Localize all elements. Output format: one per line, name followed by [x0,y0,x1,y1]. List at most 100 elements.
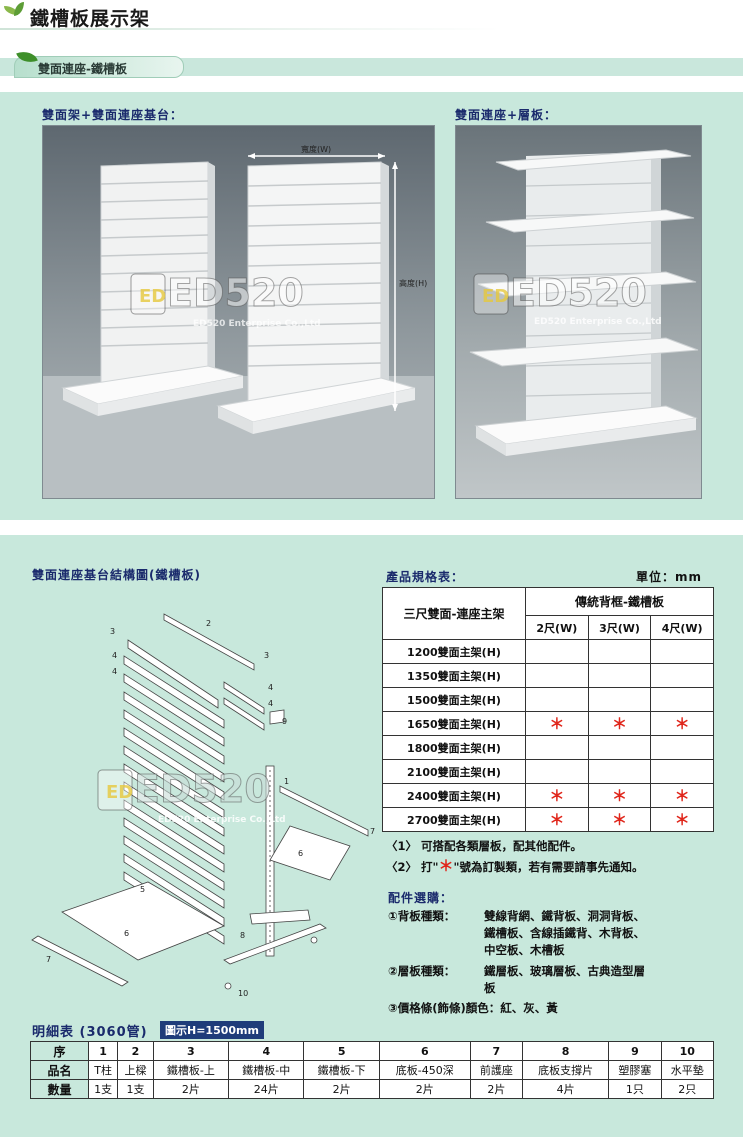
detail-cell: 底板支撐片 [521,1060,610,1080]
watermark-badge: ED [106,782,133,803]
detail-cell: T柱 [87,1060,119,1080]
callout-10: 10 [238,989,248,998]
spec-col-3ft: 3尺(W) [587,615,652,640]
spec-title: 產品規格表： [386,570,465,584]
detail-cell: 3 [152,1041,230,1061]
callout-7: 7 [370,827,375,836]
note-2-star: ＊ [438,857,454,875]
category-tab-label: 雙面連座-鐵槽板 [38,62,127,76]
detail-badge: 圖示H=1500mm [160,1021,264,1039]
spec-row: 1350雙面主架(H) [382,663,714,688]
width-dimension-label: 寬度(W) [301,144,331,154]
callout-6: 6 [298,849,303,858]
spec-cell [587,759,652,784]
spec-row: 1800雙面主架(H) [382,735,714,760]
diagram-title: 雙面連座基台結構圖(鐵槽板) [32,568,201,582]
detail-cell: 底板-450深 [378,1060,471,1080]
custom-order-star: ＊ [549,811,565,829]
spec-row: 1500雙面主架(H) [382,687,714,712]
detail-cell: 1支 [117,1079,154,1099]
callout-4c: 4 [268,683,273,692]
spec-cell [525,735,589,760]
spec-cell [650,663,714,688]
spec-row: 2700雙面主架(H)＊＊＊ [382,807,714,832]
spec-cell [525,687,589,712]
detail-cell: 鐵槽板-下 [303,1060,380,1080]
spec-cell [525,663,589,688]
spec-row: 2400雙面主架(H)＊＊＊ [382,783,714,808]
spec-row-label: 1200雙面主架(H) [382,639,526,664]
detail-cell: 24片 [228,1079,305,1099]
back-panel-label: ①背板種類： [388,909,456,923]
title-underline [0,28,500,30]
tab-bar [0,58,743,76]
callout-5: 5 [140,885,145,894]
callout-4d: 4 [268,699,273,708]
custom-order-star: ＊ [611,715,627,733]
exploded-structure-diagram: 3 2 3 4 4 4 4 9 1 7 6 5 6 7 8 10 ED ED52… [31,613,375,998]
detail-cell: 6 [378,1041,471,1061]
back-panel-options: 雙線背網、鐵背板、洞洞背板、 鐵槽板、含線插鐵背、木背板、 中空板、木槽板 [484,908,645,959]
detail-cell: 2片 [303,1079,380,1099]
callout-4: 4 [112,651,117,660]
product-photo-shelves: ED ED520 ED520 Enterprise Co.,Ltd [455,125,702,499]
spec-row: 1650雙面主架(H) ＊ ＊ ＊ [382,711,714,736]
detail-cell: 前護座 [469,1060,524,1080]
spec-col-4ft: 4尺(W) [650,615,714,640]
detail-cell: 9 [608,1041,662,1061]
detail-cell: 2只 [660,1079,715,1099]
spec-row-label: 1800雙面主架(H) [382,735,526,760]
slatwall-units-illustration: 寬度(W) 高度(H) ED ED520 ED520 Enterprise Co… [43,144,434,498]
shelf-line: 板 [484,981,496,995]
page-title: 鐵槽板展示架 [30,8,151,30]
detail-cell: 1支 [87,1079,119,1099]
category-tab[interactable] [14,56,184,78]
watermark-brand: ED520 [167,271,304,315]
detail-cell: 4 [228,1041,305,1061]
spec-cell: ＊ [525,711,589,736]
spec-cell: ＊ [525,783,589,808]
spec-row-label: 2100雙面主架(H) [382,759,526,784]
callout-3: 3 [110,627,115,636]
custom-order-star: ＊ [549,715,565,733]
back-panel-line: 鐵槽板、含線插鐵背、木背板、 [484,926,645,940]
detail-cell: 2片 [152,1079,230,1099]
callout-1: 1 [284,777,289,786]
detail-cell: 7 [469,1041,524,1061]
watermark-company: ED520 Enterprise Co.,Ltd [193,319,321,329]
product-photo-base: 寬度(W) 高度(H) ED ED520 ED520 Enterprise Co… [42,125,435,499]
spec-row: 2100雙面主架(H) [382,759,714,784]
leaf-icon [14,2,24,16]
shelf-options: 鐵層板、玻璃層板、古典造型層 板 [484,963,645,997]
photo-left-label: 雙面架+雙面連座基台： [42,108,184,122]
callout-3b: 3 [264,651,269,660]
accessories-title: 配件選購： [388,891,454,905]
detail-cell: 鐵槽板-中 [228,1060,305,1080]
detail-title: 明細表 (3060管) [32,1025,148,1040]
spec-row-label: 1650雙面主架(H) [382,711,526,736]
custom-order-star: ＊ [674,787,690,805]
photo-right-label: 雙面連座+層板： [455,108,558,122]
spec-cell [587,687,652,712]
back-panel-line: 雙線背網、鐵背板、洞洞背板、 [484,909,645,923]
height-dimension-label: 高度(H) [399,278,427,288]
custom-order-star: ＊ [674,715,690,733]
spec-row-header: 三尺雙面-連座主架 [382,587,526,640]
detail-cell: 2片 [378,1079,471,1099]
spec-cell [587,639,652,664]
shelf-unit-illustration: ED ED520 ED520 Enterprise Co.,Ltd [469,149,699,456]
callout-7b: 7 [46,955,51,964]
note-2: 〈2〉 打"＊"號為訂製類，若有需要請事先通知。 [386,858,644,876]
spec-cell: ＊ [587,783,652,808]
spec-row: 1200雙面主架(H) [382,639,714,664]
watermark-brand: ED520 [510,271,647,315]
spec-group-header: 傳統背框-鐵槽板 [525,587,714,616]
watermark-company: ED520 Enterprise Co.,Ltd [534,317,662,327]
spec-cell [650,759,714,784]
spec-cell: ＊ [650,783,714,808]
watermark-badge: ED [139,286,166,307]
spec-cell [525,639,589,664]
